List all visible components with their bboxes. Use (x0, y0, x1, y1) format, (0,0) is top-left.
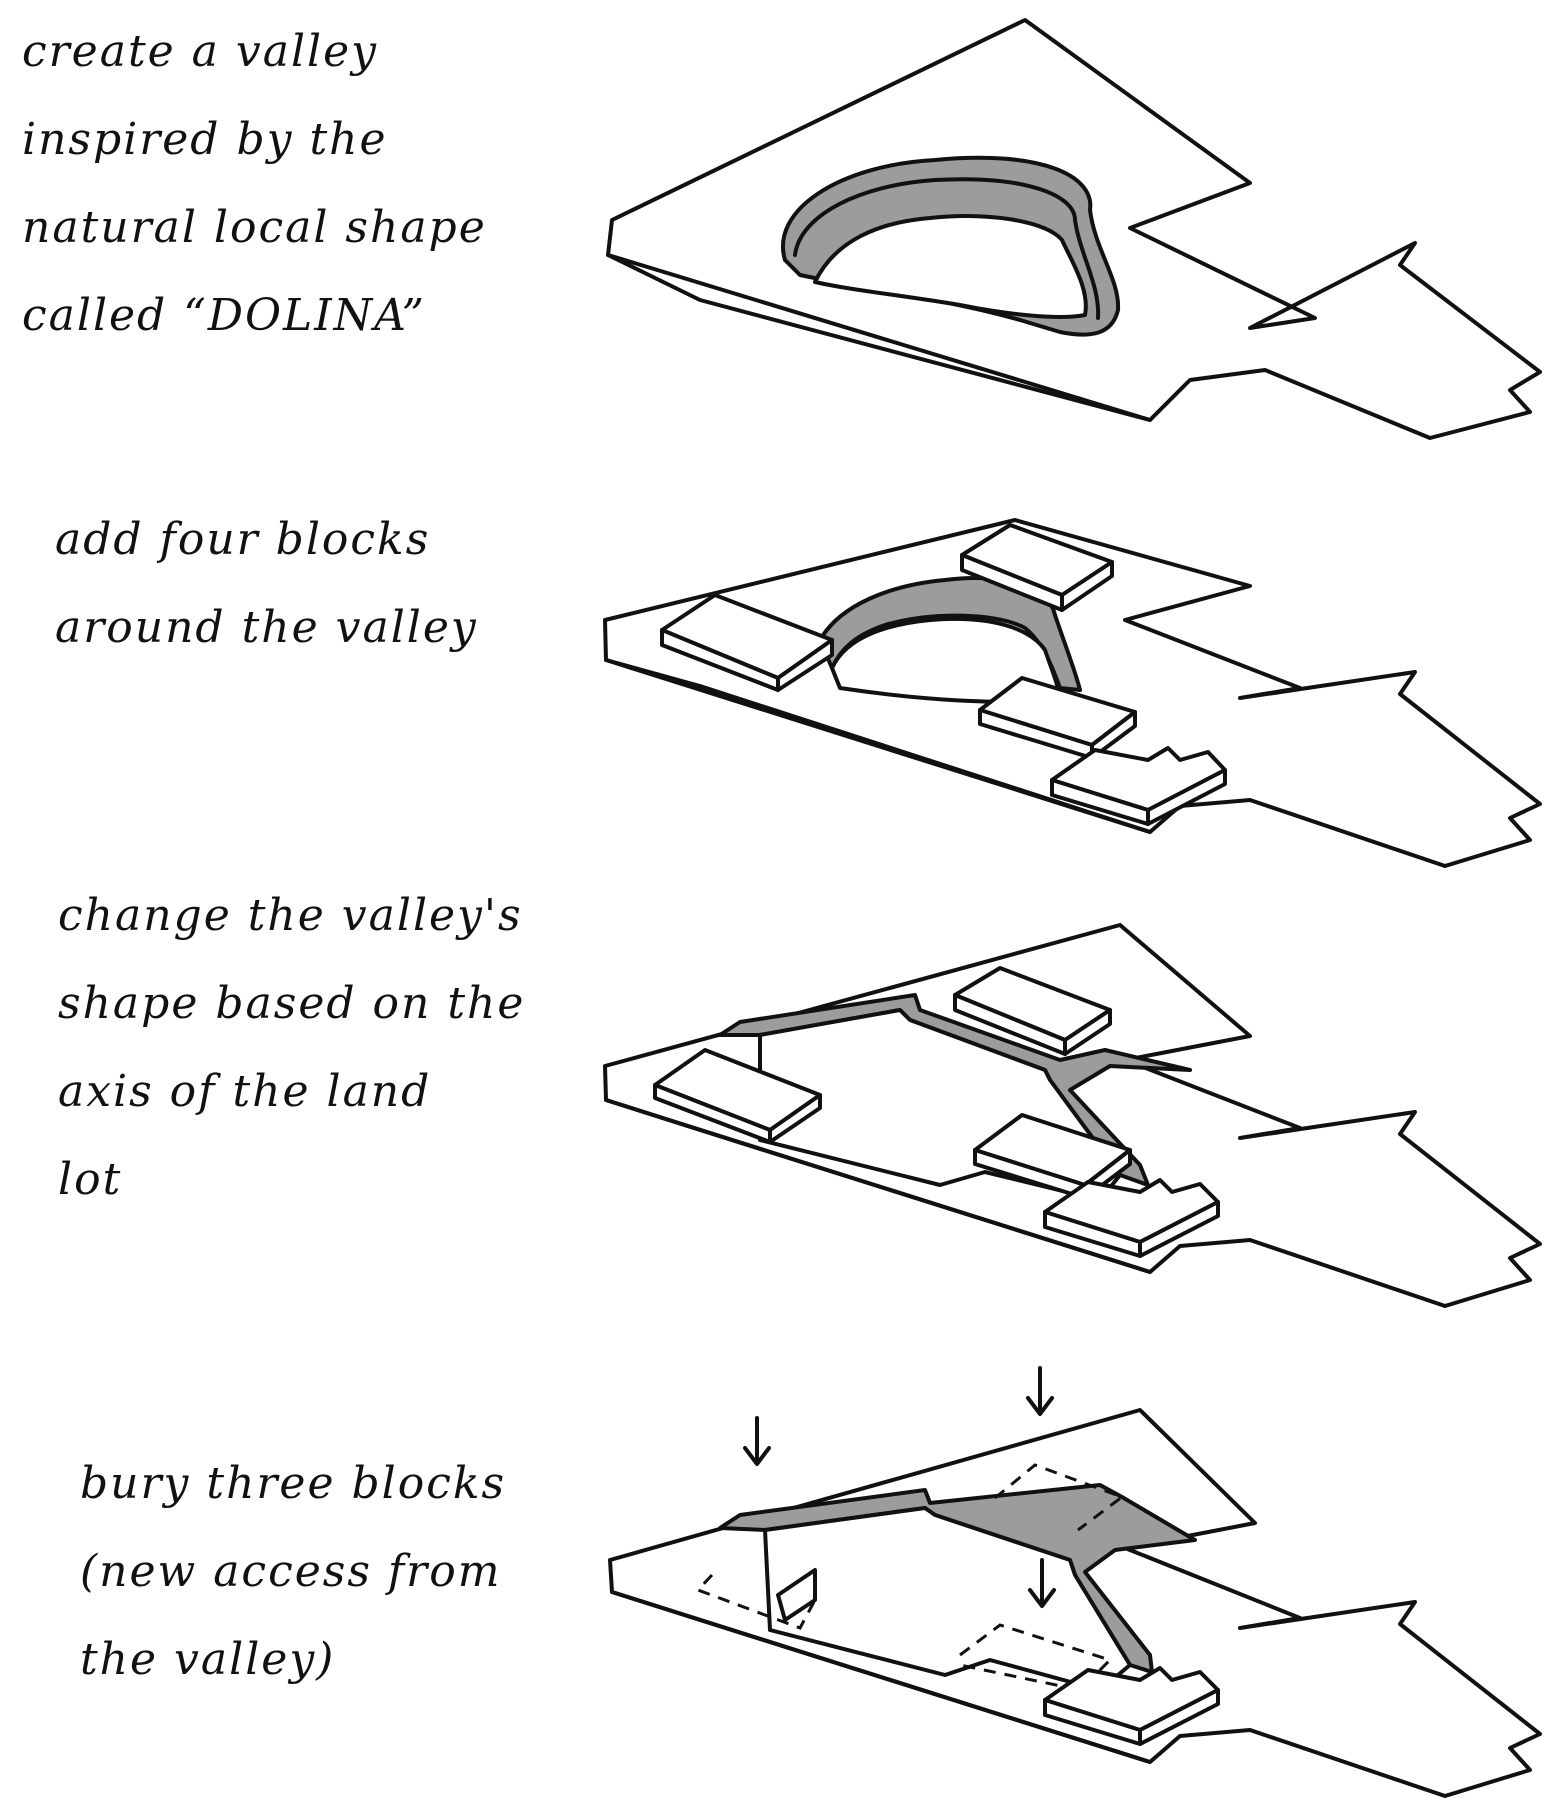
step-2-line-2: around the valley (55, 602, 478, 653)
down-arrow-icon (743, 1416, 771, 1466)
step-1-line-1: create a valley (22, 26, 379, 77)
step-3-caption: change the valley's shape based on the a… (58, 872, 525, 1224)
step-1-line-2: inspired by the (22, 114, 388, 165)
step-1-valley-floor (813, 214, 1088, 319)
step-2-valley-floor (830, 616, 1062, 704)
step-4-line-1: bury three blocks (80, 1458, 507, 1509)
step-2-caption: add four blocks around the valley (55, 496, 478, 672)
step-2-sketch (603, 518, 1542, 868)
step-1-rim-line (793, 177, 1101, 320)
step-3-line-1: change the valley's (58, 890, 523, 941)
step-2-block-4-end (1146, 768, 1227, 826)
step-1-line-3: natural local shape (22, 202, 487, 253)
step-4-buried-block-2 (994, 1463, 1126, 1532)
step-1-lot-edge (606, 253, 1152, 422)
step-3-line-4: lot (58, 1154, 123, 1205)
step-1-line-4: called “DOLINA” (22, 290, 426, 341)
step-3-block-1-end (768, 1093, 822, 1144)
down-arrow-icon (1026, 1366, 1054, 1416)
step-4-left-wall (776, 1568, 817, 1622)
step-2-valley-rim (818, 576, 1082, 692)
step-3-sketch (603, 923, 1542, 1308)
step-3-block-4-end (1138, 1200, 1220, 1258)
down-arrow-icon (1028, 1558, 1056, 1608)
step-4-line-2: (new access from (80, 1546, 502, 1597)
step-4-buried-block-1 (695, 1573, 817, 1630)
step-4-valley-floor (763, 1506, 1132, 1692)
step-4-lot-edge (610, 1590, 1152, 1764)
step-3-lot-edge (604, 1098, 1152, 1274)
step-3-line-2: shape based on the (58, 978, 526, 1029)
step-3-block-2-end (1063, 1008, 1112, 1056)
step-3-line-3: axis of the land (58, 1066, 432, 1117)
step-4-block-4-end (1138, 1688, 1220, 1746)
step-4-sketch (608, 1366, 1542, 1798)
step-2-lot-edge (604, 658, 1152, 834)
step-2-block-2-end (1060, 560, 1114, 612)
step-1-caption: create a valley inspired by the natural … (22, 8, 487, 360)
step-4-line-3: the valley) (80, 1634, 336, 1685)
step-2-line-1: add four blocks (55, 514, 431, 565)
step-4-caption: bury three blocks (new access from the v… (80, 1440, 506, 1704)
step-1-sketch (606, 18, 1542, 440)
step-2-block-1-end (776, 638, 834, 692)
